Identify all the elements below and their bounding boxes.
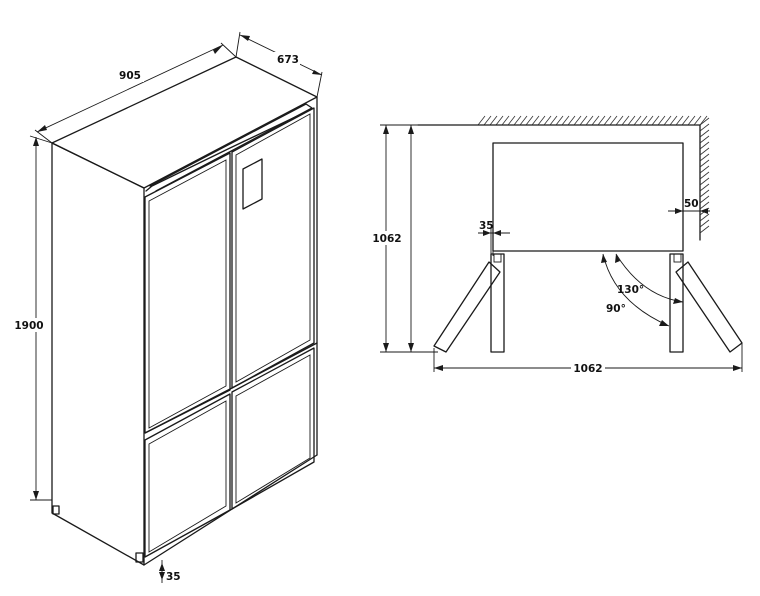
wall-hatch-line <box>567 115 576 126</box>
wall-hatch-line <box>699 213 710 222</box>
drawer-separator-left <box>144 387 233 434</box>
wall-hatch-line <box>699 147 710 156</box>
wall-hatch-line <box>627 115 636 126</box>
fridge-trim-line <box>145 109 311 192</box>
dim-width: 905 <box>34 42 237 144</box>
drawer-separator-right <box>231 342 318 389</box>
wall-hatch-line <box>699 171 710 180</box>
dim-wall-gap-label: 50 <box>684 198 699 210</box>
wall-hatch-line <box>615 115 624 126</box>
dim-plan-depth: 1062 <box>370 124 500 353</box>
dim-wall-gap: 50 <box>668 198 710 214</box>
plan-door-left <box>433 253 505 353</box>
dim-depth: 673 <box>235 31 323 98</box>
wall-hatch-line <box>633 115 642 126</box>
wall-hatch-line <box>579 115 588 126</box>
drawer-lower-right <box>231 347 315 510</box>
angle-arcs: 130° 90° <box>601 253 684 327</box>
wall-hatch-line <box>699 135 710 144</box>
plan-fridge-body <box>492 142 684 252</box>
wall-hatch-line <box>675 115 684 126</box>
foot-front <box>135 552 144 563</box>
wall-hatch-line <box>513 115 522 126</box>
door-upper-left <box>144 152 231 434</box>
dim-hinge-gap: 35 <box>478 220 510 256</box>
wall-hatch-line <box>543 115 552 126</box>
dim-foot-label: 35 <box>166 571 181 583</box>
dim-height: 1900 <box>14 135 53 501</box>
wall-hatch-line <box>639 115 648 126</box>
wall-hatch-line <box>591 115 600 126</box>
wall-hatch-line <box>555 115 564 126</box>
foot-back <box>52 505 60 515</box>
wall-hatch-line <box>699 189 710 198</box>
wall-hatch-line <box>693 115 702 126</box>
wall-hatch-line <box>699 117 710 126</box>
plan-door-right <box>669 253 743 353</box>
dim-hinge-gap-label: 35 <box>479 220 494 232</box>
wall-hatch-line <box>621 115 630 126</box>
wall-hatch-line <box>699 165 710 174</box>
wall-hatch-line <box>699 159 710 168</box>
dim-width-label: 905 <box>119 70 141 82</box>
plan-view: 130° 90° 1062 1062 <box>370 115 743 375</box>
fridge-top-trim <box>149 103 313 192</box>
wall-hatch-line <box>645 115 654 126</box>
wall-hatch-line <box>519 115 528 126</box>
wall-hatch-line <box>561 115 570 126</box>
wall-hatch-line <box>531 115 540 126</box>
door-upper-right <box>231 107 315 389</box>
wall-hatch-line <box>699 183 710 192</box>
wall-hatch-line <box>573 115 582 126</box>
wall-hatch-line <box>657 115 666 126</box>
drawer-lower-right-inner <box>235 354 311 504</box>
wall-hatch-line <box>699 225 710 234</box>
wall-hatch-line <box>495 115 504 126</box>
wall-hatch-line <box>651 115 660 126</box>
wall-hatch-line <box>699 201 710 210</box>
wall-hatch-line <box>597 115 606 126</box>
wall-hatch-line <box>609 115 618 126</box>
wall-hatch-line <box>501 115 510 126</box>
wall-hatch-line <box>525 115 534 126</box>
wall-hatch-line <box>681 115 690 126</box>
dim-depth-label: 673 <box>277 54 299 66</box>
wall-hatch-line <box>699 219 710 228</box>
drawer-lower-left <box>144 393 231 558</box>
dim-height-label: 1900 <box>14 320 43 332</box>
dim-plan-width-label: 1062 <box>573 363 602 375</box>
fridge-left-side <box>51 142 145 566</box>
dim-foot: 35 <box>159 560 181 583</box>
dim-plan-width: 1062 <box>433 343 743 375</box>
dispenser-panel <box>242 158 263 210</box>
wall-hatch-line <box>663 115 672 126</box>
wall-hatch-line <box>699 129 710 138</box>
wall-hatch-line <box>537 115 546 126</box>
wall-hatched <box>417 115 710 241</box>
fridge-isometric: 905 673 1900 35 <box>14 31 323 583</box>
angle-130-label: 130° <box>617 284 644 296</box>
wall-hatch-line <box>699 177 710 186</box>
wall-hatch-line <box>483 115 492 126</box>
wall-hatch-line <box>699 115 708 126</box>
angle-90-label: 90° <box>606 303 626 315</box>
wall-hatch-line <box>549 115 558 126</box>
wall-hatch-line <box>699 153 710 162</box>
wall-hatch-line <box>699 141 710 150</box>
wall-hatch-line <box>603 115 612 126</box>
wall-hatch-line <box>669 115 678 126</box>
door-upper-right-inner <box>235 113 311 383</box>
door-upper-left-inner <box>148 159 227 429</box>
wall-hatch-line <box>699 123 710 132</box>
wall-hatch-line <box>507 115 516 126</box>
wall-hatch-line <box>477 115 486 126</box>
wall-hatch-line <box>489 115 498 126</box>
wall-hatch-line <box>585 115 594 126</box>
wall-hatch-line <box>699 195 710 204</box>
dim-plan-depth-label: 1062 <box>372 233 401 245</box>
wall-hatch-line <box>687 115 696 126</box>
drawer-lower-left-inner <box>148 400 227 553</box>
